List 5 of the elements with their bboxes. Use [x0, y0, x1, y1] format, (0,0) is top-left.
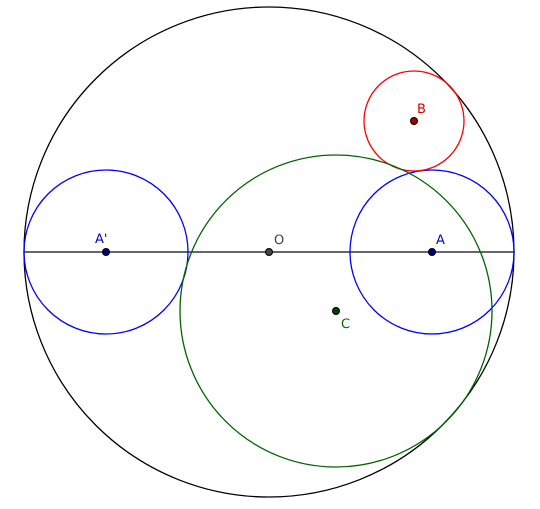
point-label: B	[417, 103, 426, 116]
point-label: C	[341, 318, 350, 331]
point-label: O	[274, 234, 284, 247]
point-label: A	[436, 234, 445, 247]
point-label: A'	[95, 233, 108, 246]
